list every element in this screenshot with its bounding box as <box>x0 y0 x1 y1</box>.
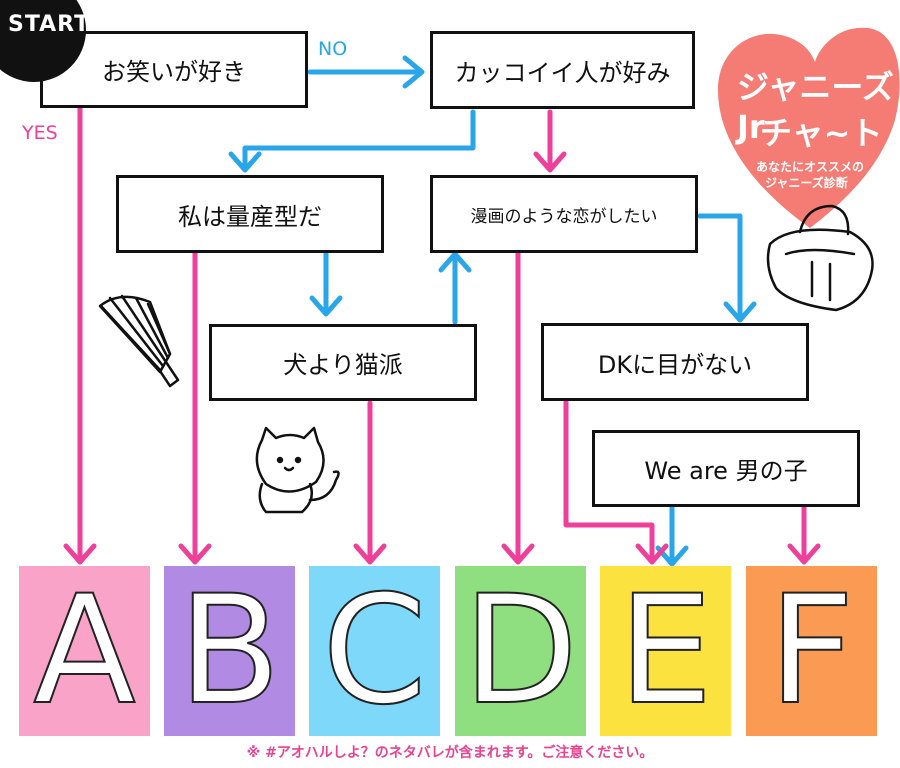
heart-subtitle: あなたにオススメの <box>756 160 865 174</box>
question-node-q7: We are 男の子 <box>592 430 860 507</box>
result-tile-d: D <box>455 566 586 736</box>
no-connectors <box>228 55 757 567</box>
result-tile-c: C <box>309 566 440 736</box>
question-node-q4: 漫画のような恋がしたい <box>430 175 698 253</box>
yes-label: YES <box>22 122 58 144</box>
result-tile-f: F <box>746 566 877 736</box>
question-node-q2: カッコイイ人が好み <box>430 31 695 109</box>
result-letter-a: A <box>32 564 137 738</box>
edge-q4-q6 <box>697 213 743 321</box>
result-letter-e: E <box>617 564 714 738</box>
fan-icon <box>98 294 180 388</box>
school-bag-icon <box>766 204 874 312</box>
question-node-q1: お笑いが好き <box>40 31 308 108</box>
question-node-q5: 犬より猫派 <box>209 324 477 401</box>
question-node-q3: 私は量産型だ <box>116 175 384 253</box>
heart-shape <box>718 27 900 228</box>
start-label: START <box>8 12 91 37</box>
yes-connectors <box>63 105 821 565</box>
result-tile-e: E <box>600 566 731 736</box>
result-letter-c: C <box>321 564 428 738</box>
result-letter-f: F <box>767 564 855 738</box>
result-letter-d: D <box>462 564 580 738</box>
no-label: NO <box>318 38 348 60</box>
result-letter-b: B <box>177 564 282 738</box>
heart-subtitle-2: ジャニーズ診断 <box>765 176 848 190</box>
cat-icon <box>255 426 340 514</box>
footnote: ※ #アオハルしよ？のネタバレが含まれます。ご注意ください。 <box>246 745 654 761</box>
edge-q6-e <box>563 399 655 563</box>
result-tile-a: A <box>19 566 150 736</box>
heart-title-2: チャ~ト <box>760 114 883 152</box>
heart-title: ジャニーズJr <box>737 68 894 146</box>
edge-q2-q3 <box>242 109 476 171</box>
question-node-q6: DKに目がない <box>541 323 809 401</box>
result-tile-b: B <box>164 566 295 736</box>
